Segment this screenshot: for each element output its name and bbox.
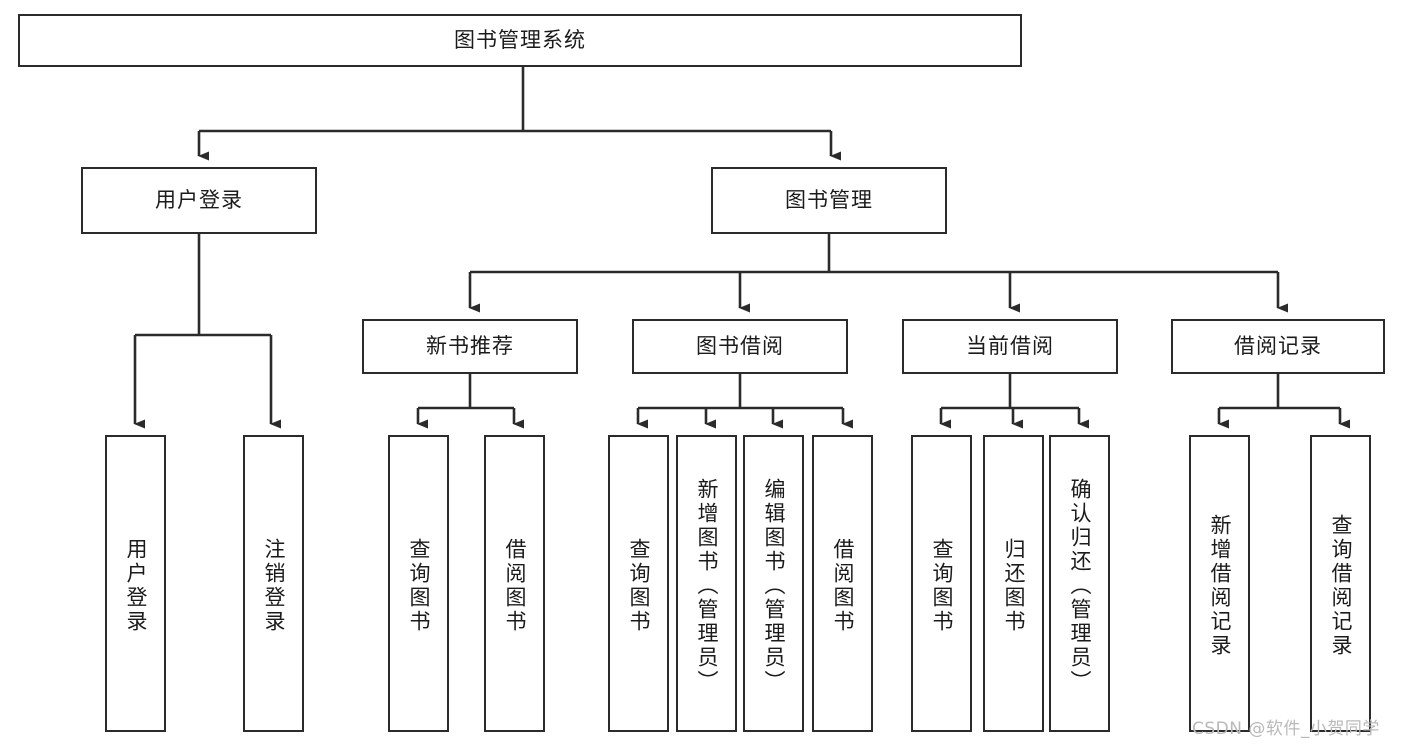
node-leaf-borrow-book-1[interactable]: 借阅图书 [484, 435, 545, 732]
node-new-book-recommend[interactable]: 新书推荐 [362, 319, 578, 374]
node-leaf-query-borrow-record[interactable]: 查询借阅记录 [1310, 435, 1371, 732]
node-leaf-add-book-admin[interactable]: 新增图书（管理员） [676, 435, 737, 732]
node-leaf-query-book-1[interactable]: 查询图书 [388, 435, 449, 732]
node-leaf-edit-book-admin-label: 编辑图书（管理员） [762, 477, 786, 694]
node-leaf-borrow-book-2-label: 借阅图书 [831, 537, 855, 634]
node-new-book-recommend-label: 新书推荐 [426, 334, 514, 359]
csdn-watermark: CSDN @软件_小贺同学 [1192, 719, 1380, 739]
node-root[interactable]: 图书管理系统 [18, 14, 1022, 67]
node-leaf-query-borrow-record-label: 查询借阅记录 [1329, 513, 1353, 658]
node-leaf-confirm-return-admin-label: 确认归还（管理员） [1068, 477, 1092, 694]
node-leaf-add-borrow-record[interactable]: 新增借阅记录 [1189, 435, 1250, 732]
node-current-borrow[interactable]: 当前借阅 [902, 319, 1118, 374]
node-book-management[interactable]: 图书管理 [711, 167, 947, 234]
node-leaf-query-book-2-label: 查询图书 [627, 537, 651, 634]
node-borrow-record[interactable]: 借阅记录 [1171, 319, 1385, 374]
node-leaf-logout-login[interactable]: 注销登录 [243, 435, 304, 732]
node-leaf-user-login[interactable]: 用户登录 [105, 435, 166, 732]
node-book-borrow[interactable]: 图书借阅 [632, 319, 848, 374]
node-leaf-query-book-1-label: 查询图书 [407, 537, 431, 634]
node-leaf-confirm-return-admin[interactable]: 确认归还（管理员） [1049, 435, 1110, 732]
node-current-borrow-label: 当前借阅 [966, 334, 1054, 359]
node-leaf-add-borrow-record-label: 新增借阅记录 [1208, 513, 1232, 658]
node-leaf-borrow-book-1-label: 借阅图书 [503, 537, 527, 634]
node-leaf-user-login-label: 用户登录 [124, 537, 148, 634]
node-user-login-label: 用户登录 [155, 188, 243, 213]
node-leaf-query-book-3-label: 查询图书 [930, 537, 954, 634]
node-leaf-query-book-3[interactable]: 查询图书 [911, 435, 972, 732]
node-leaf-add-book-admin-label: 新增图书（管理员） [695, 477, 719, 694]
node-leaf-return-book[interactable]: 归还图书 [983, 435, 1044, 732]
node-leaf-return-book-label: 归还图书 [1002, 537, 1026, 634]
node-leaf-logout-login-label: 注销登录 [262, 537, 286, 634]
node-book-borrow-label: 图书借阅 [696, 334, 784, 359]
node-root-label: 图书管理系统 [454, 28, 586, 53]
node-borrow-record-label: 借阅记录 [1234, 334, 1322, 359]
node-leaf-borrow-book-2[interactable]: 借阅图书 [812, 435, 873, 732]
node-user-login[interactable]: 用户登录 [81, 167, 317, 234]
node-book-management-label: 图书管理 [785, 188, 873, 213]
node-leaf-query-book-2[interactable]: 查询图书 [608, 435, 669, 732]
node-leaf-edit-book-admin[interactable]: 编辑图书（管理员） [743, 435, 804, 732]
